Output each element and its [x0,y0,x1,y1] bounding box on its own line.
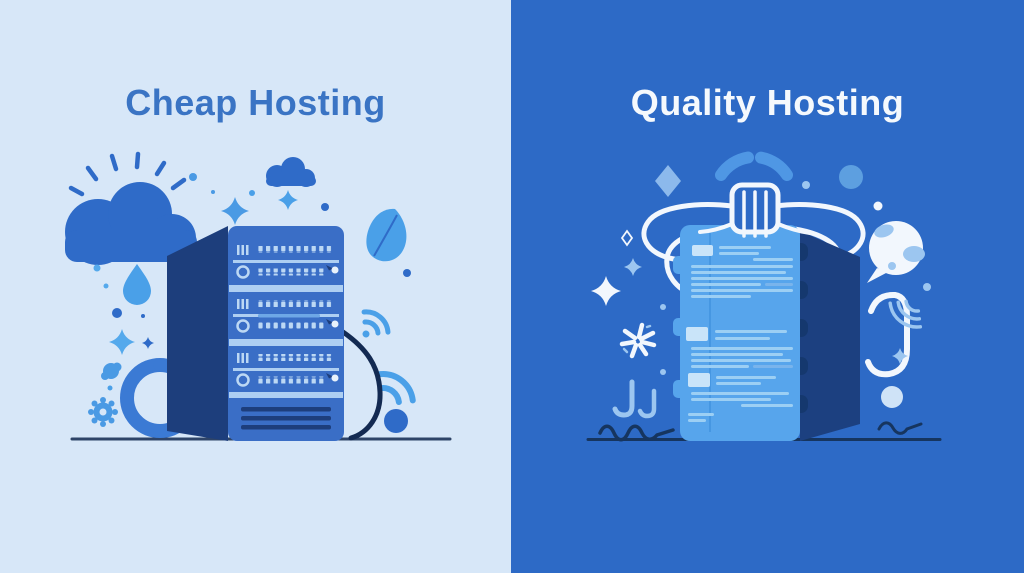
small-cloud-icon [266,157,316,187]
diamond-outline-icon [620,229,634,247]
rack-unit [233,353,339,387]
sparkle-icons [109,190,298,355]
old-server-tower [167,226,344,441]
gear-icon [88,397,118,427]
storm-cloud-icon [65,182,197,265]
diamond-icon [655,165,681,197]
dot-decoration [881,386,903,408]
sun-rays-icon [68,151,187,197]
quality-hosting-title: Quality Hosting [630,82,905,123]
antenna-cap [698,182,812,238]
server-text-lines [688,246,793,422]
dot-decoration [839,165,863,189]
quality-hosting-panel: Quality Hosting [511,0,1024,573]
rack-unit [233,299,339,333]
dot-decoration [660,304,666,310]
cable-icon [340,329,383,441]
j-doodles [612,379,657,419]
dot-decoration [873,201,883,211]
cheap-hosting-panel: Cheap Hosting [0,0,511,573]
globe-speech-bubble-icon [867,221,925,283]
sparkle-icon [591,276,621,306]
wifi-signal-icon [361,309,391,338]
sparkle-icon [624,258,642,276]
dot-decoration [802,181,810,189]
cheap-hosting-illustration [65,151,452,441]
dot-decoration [923,283,931,291]
squiggle-icon [598,424,675,442]
modern-server [673,225,860,441]
vent-panel [233,400,340,436]
big-dot [384,409,408,433]
raindrop-icon [123,264,151,305]
hook-signal-icon [865,291,910,378]
rack-unit [233,245,339,279]
burst-icon [619,322,657,359]
leaf-icon [366,208,407,262]
quality-hosting-illustration [586,151,942,442]
dot-decoration [660,369,666,375]
signal-arcs-icon [888,299,923,329]
blob-icon [101,362,122,380]
cheap-hosting-title: Cheap Hosting [125,82,386,123]
sparkle-icon [892,348,908,364]
dot-decorations [93,173,411,391]
squiggle-icon [877,421,923,435]
wifi-arc-icon [715,151,793,181]
wifi-signal-large-icon [376,371,416,406]
